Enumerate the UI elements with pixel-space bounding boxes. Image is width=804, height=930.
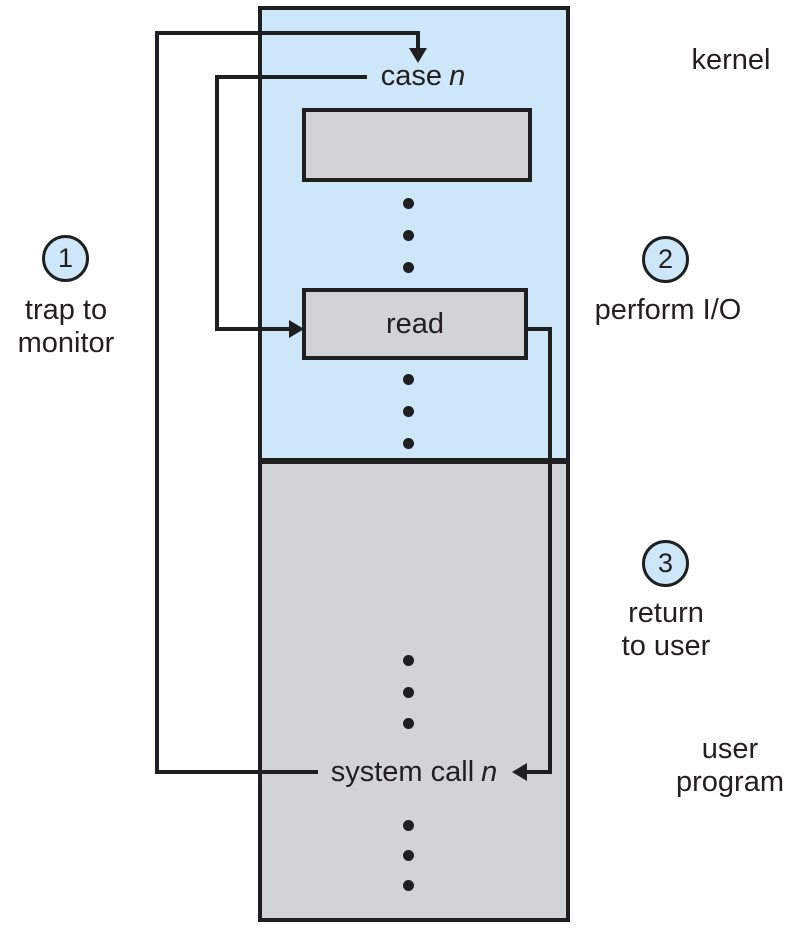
user-program-label-line1: user <box>701 733 759 765</box>
ellipsis-dot <box>403 438 414 449</box>
syscall-operand: n <box>481 756 498 788</box>
step-2-label-line1: perform I/O <box>594 294 742 326</box>
arrowhead-to-read <box>289 320 304 338</box>
step-3-label-line2: to user <box>621 630 711 662</box>
return-line-exit <box>528 327 552 331</box>
step-1-number: 1 <box>57 243 74 273</box>
ellipsis-dot <box>403 655 414 666</box>
read-label: read <box>385 307 445 340</box>
ellipsis-dot <box>403 262 414 273</box>
case-line-to-read <box>215 327 289 331</box>
case-operand: n <box>449 60 466 92</box>
case-line-vertical <box>215 75 219 331</box>
case-text: case <box>380 60 443 92</box>
trap-line-bottom <box>155 770 318 774</box>
ellipsis-dot <box>403 230 414 241</box>
step-1-label: trap to monitor <box>1 294 131 360</box>
return-line-vertical <box>548 327 552 774</box>
step-1-label-line2: monitor <box>17 327 115 359</box>
step-3-badge: 3 <box>642 540 689 587</box>
step-1-badge: 1 <box>42 235 89 282</box>
syscall-text: system call <box>330 756 475 788</box>
ellipsis-dot <box>403 406 414 417</box>
read-handler-box: read <box>302 288 528 360</box>
trap-line-left-vertical <box>155 31 159 774</box>
trap-line-top <box>155 31 420 35</box>
step-3-label-line1: return <box>628 597 704 629</box>
step-3-label: return to user <box>601 597 731 663</box>
step-2-label: perform I/O <box>578 294 758 327</box>
kernel-region-label: kernel <box>691 44 771 76</box>
ellipsis-dot <box>403 880 414 891</box>
return-line-bottom <box>527 770 552 774</box>
kernel-region <box>262 10 566 464</box>
arrowhead-to-syscall <box>512 763 527 781</box>
arrowhead-to-case <box>409 48 427 63</box>
step-2-number: 2 <box>657 244 674 274</box>
ellipsis-dot <box>403 374 414 385</box>
step-1-label-line1: trap to <box>24 294 108 326</box>
user-program-label: user program <box>650 733 804 799</box>
user-program-region <box>262 464 566 918</box>
ellipsis-dot <box>403 718 414 729</box>
memory-layout-rect <box>258 6 570 922</box>
ellipsis-dot <box>403 850 414 861</box>
ellipsis-dot <box>403 687 414 698</box>
step-2-badge: 2 <box>642 236 689 283</box>
user-program-label-line2: program <box>676 766 784 798</box>
case-line-top <box>215 75 367 79</box>
ellipsis-dot <box>403 820 414 831</box>
kernel-routine-box <box>302 108 532 182</box>
ellipsis-dot <box>403 198 414 209</box>
step-3-number: 3 <box>657 548 674 578</box>
trap-line-arrow-shaft <box>416 31 420 48</box>
